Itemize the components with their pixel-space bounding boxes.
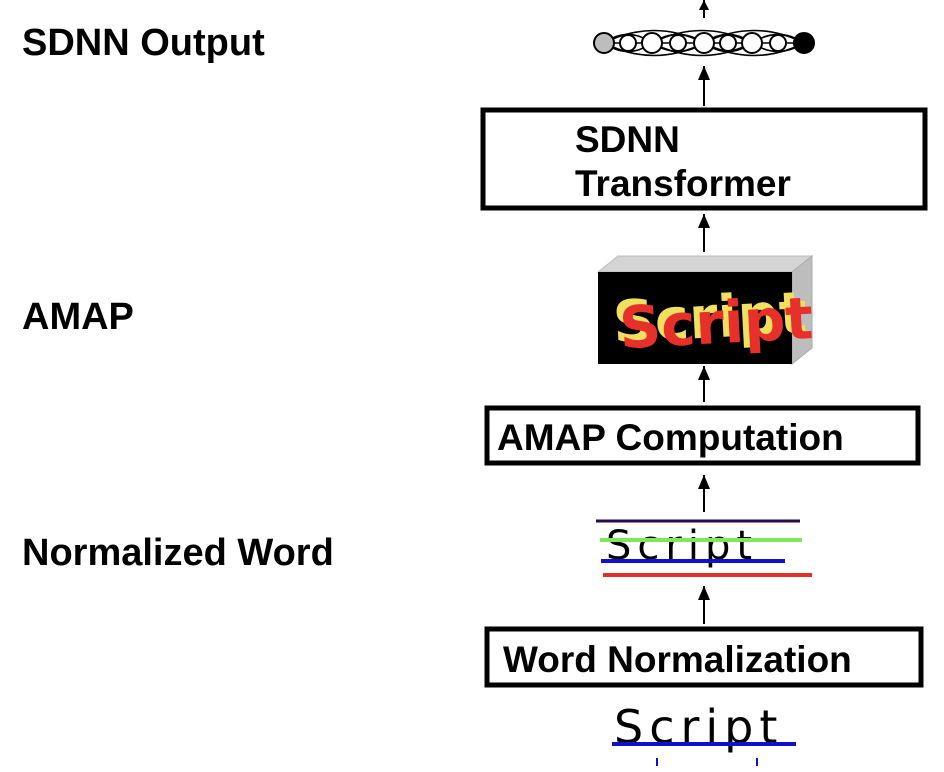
output-node (641, 32, 663, 54)
amap-computation-box: AMAP Computation (484, 405, 921, 466)
output-node (741, 32, 763, 54)
arrow-transformer-to-output (698, 66, 710, 106)
amap-image: Script Script (596, 254, 815, 366)
sdnn-transformer-line2: Transformer (575, 163, 791, 204)
amap-background (598, 272, 792, 364)
sdnn-output-label: SDNN Output (22, 22, 265, 64)
arrow-computation-to-amap (698, 366, 710, 402)
amap-word-highlight: Script (611, 278, 808, 356)
amap-word: Script (618, 284, 815, 362)
word-normalization-box: Word Normalization (484, 626, 924, 688)
sdnn-transformer-line1: SDNN (575, 119, 680, 160)
amap-label: AMAP (22, 296, 134, 338)
arrow-top (699, 0, 709, 18)
word-normalization-label: Word Normalization (503, 639, 852, 680)
output-node-end (793, 32, 815, 54)
arrow-amap-to-transformer (698, 214, 710, 252)
output-node (769, 34, 787, 52)
input-word-image: Script (612, 700, 796, 766)
output-node-start (593, 32, 615, 54)
arrow-normalized-to-computation (698, 475, 710, 512)
normalized-word-label: Normalized Word (22, 532, 334, 574)
output-node (669, 34, 687, 52)
sdnn-transformer-box: SDNN Transformer (480, 107, 928, 211)
arrow-normalization-to-normalized (698, 586, 710, 624)
sdnn-output-nodes (593, 29, 815, 57)
output-node (619, 34, 637, 52)
output-node (693, 32, 715, 54)
normalized-word-image: Script (596, 519, 812, 577)
output-node (719, 34, 737, 52)
amap-computation-label: AMAP Computation (497, 417, 844, 458)
